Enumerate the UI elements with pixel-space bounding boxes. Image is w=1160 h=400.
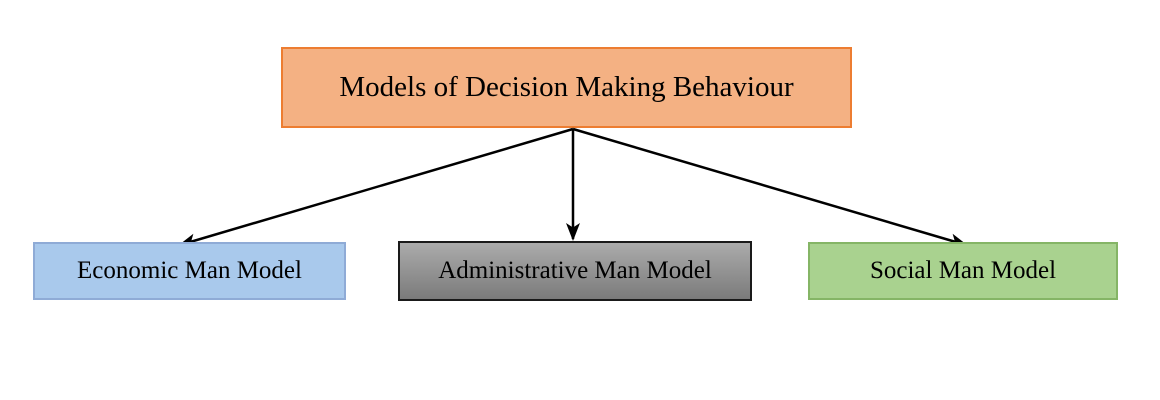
child-node-administrative-man-model: Administrative Man Model	[398, 241, 752, 301]
administrative-node-label: Administrative Man Model	[438, 257, 712, 284]
economic-node-label: Economic Man Model	[77, 257, 302, 284]
arrow-root-to-social	[572, 127, 968, 248]
root-node-label: Models of Decision Making Behaviour	[339, 71, 794, 103]
social-node-label: Social Man Model	[869, 257, 1057, 284]
child-node-economic-man-model: Economic Man Model	[33, 242, 346, 300]
root-node-models-of-decision-making: Models of Decision Making Behaviour	[281, 47, 852, 128]
arrow-root-to-economic	[178, 127, 574, 248]
child-node-social-man-model: Social Man Model	[808, 242, 1118, 300]
